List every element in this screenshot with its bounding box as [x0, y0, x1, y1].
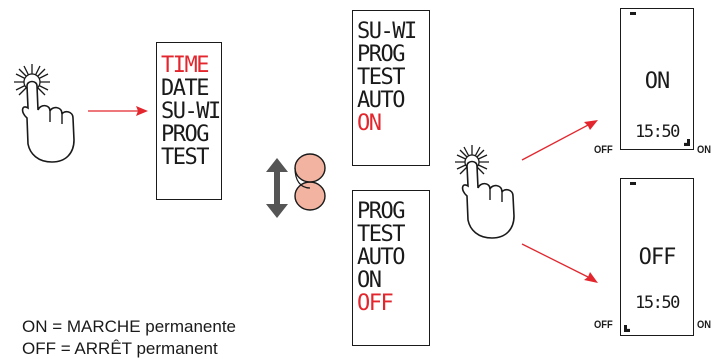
up-down-arrow-icon	[266, 158, 288, 218]
off-side-label: OFF	[594, 144, 613, 156]
menu-item-date: DATE	[161, 76, 209, 101]
off-side-label: OFF	[594, 319, 613, 331]
legend-on: ON = MARCHE permanente	[22, 317, 236, 336]
menu-item-time: TIME	[161, 53, 209, 78]
display-state: OFF	[638, 245, 677, 270]
display-state: ON	[644, 69, 671, 94]
right-arrow-icon	[521, 120, 598, 161]
menu-item-test: TEST	[357, 222, 405, 247]
display-time: 15:50	[635, 293, 680, 313]
menu-item-test: TEST	[357, 65, 405, 90]
off-indicator	[624, 325, 630, 332]
menu-item-su-wi: SU-WI	[161, 99, 221, 124]
menu-item-on: ON	[357, 268, 382, 293]
tap-hand-icon	[14, 64, 75, 163]
right-arrow-icon	[521, 243, 598, 283]
on-side-label: ON	[697, 319, 712, 331]
menu-item-su-wi: SU-WI	[357, 19, 417, 44]
display-on: ON 15:50	[620, 8, 694, 150]
display-indicator	[630, 12, 636, 15]
menu-item-on: ON	[357, 111, 382, 136]
menu-item-off: OFF	[357, 291, 394, 316]
rocker-button-icon	[294, 153, 326, 211]
menu-item-prog: PROG	[357, 199, 405, 224]
menu-screen-off: PROG TEST AUTO ON OFF	[352, 190, 430, 346]
right-arrow-icon	[88, 106, 148, 116]
display-indicator	[630, 182, 636, 185]
display-time: 15:50	[635, 122, 680, 142]
menu-item-auto: AUTO	[357, 88, 405, 113]
display-off: OFF 15:50	[620, 178, 694, 336]
tap-hand-icon	[455, 145, 515, 239]
legend-off: OFF = ARRÊT permanent	[22, 339, 218, 358]
menu-item-prog: PROG	[161, 122, 209, 147]
on-side-label: ON	[697, 144, 712, 156]
menu-screen-on: SU-WI PROG TEST AUTO ON	[352, 10, 430, 166]
menu-screen-main: TIME DATE SU-WI PROG TEST	[156, 42, 222, 200]
menu-item-prog: PROG	[357, 42, 405, 67]
menu-item-auto: AUTO	[357, 245, 405, 270]
menu-item-test: TEST	[161, 145, 209, 170]
on-indicator	[684, 139, 690, 146]
